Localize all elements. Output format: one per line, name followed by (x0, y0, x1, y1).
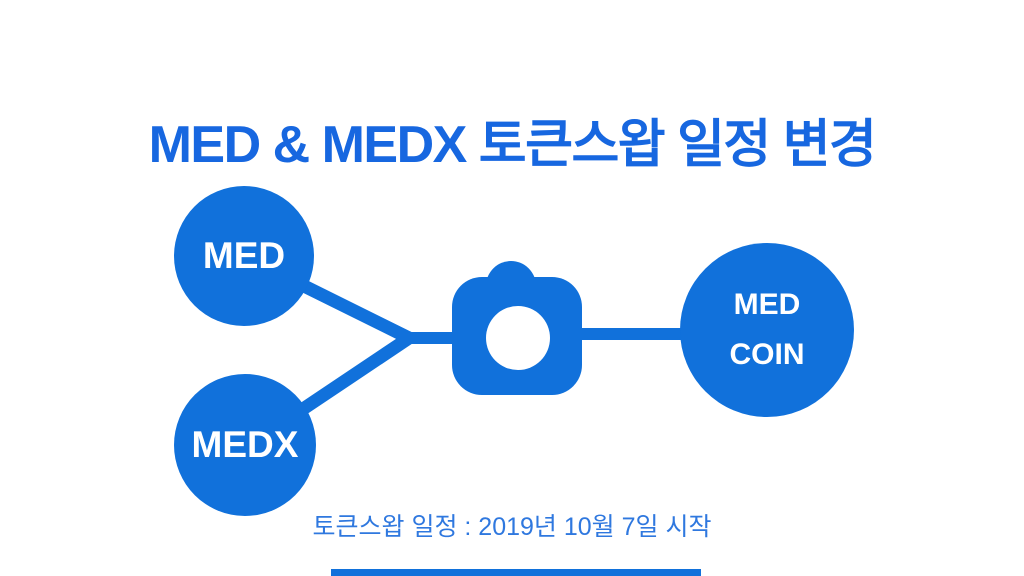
footer-bar (331, 569, 701, 576)
med-node-label: MED (202, 235, 286, 276)
medx-node-circle (174, 374, 316, 516)
medcoin-node-label: MED COIN (680, 243, 854, 417)
connector-lines (297, 278, 422, 415)
medx-node-label: MEDX (191, 424, 299, 465)
medcoin-node-circle (680, 243, 854, 417)
camera-lens (486, 306, 550, 370)
medcoin-label-line2: COIN (729, 338, 805, 371)
medcoin-label-line1: MED (733, 288, 801, 321)
med-node-circle (174, 186, 314, 326)
schedule-caption: 토큰스왑 일정 : 2019년 10월 7일 시작 (312, 513, 712, 541)
camera-icon (452, 261, 582, 395)
page-title: MED & MEDX 토큰스왑 일정 변경 (148, 116, 877, 174)
